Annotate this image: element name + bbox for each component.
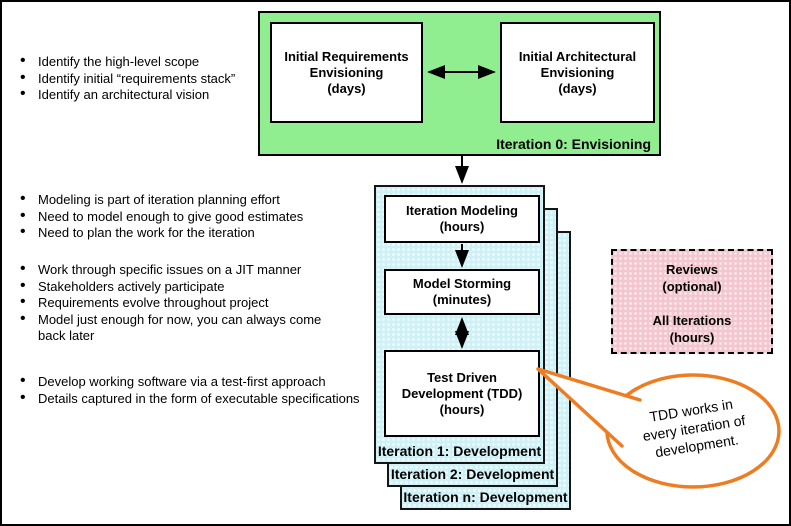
iteration-n-label: Iteration n: Development bbox=[403, 489, 568, 505]
bullet-item: Develop working software via a test-firs… bbox=[16, 373, 386, 391]
callout-text: TDD works in every iteration of developm… bbox=[641, 395, 747, 461]
bullet-item: Work through specific issues on a JIT ma… bbox=[16, 261, 336, 279]
bullet-item: Identify an architectural vision bbox=[16, 86, 356, 104]
bullet-item: Model just enough for now, you can alway… bbox=[16, 311, 336, 345]
iteration-1-label: Iteration 1: Development bbox=[377, 443, 542, 459]
iteration-1-panel: Iteration Modeling (hours) Model Stormin… bbox=[374, 185, 545, 464]
initial-requirements-envisioning-box: Initial Requirements Envisioning (days) bbox=[270, 22, 423, 123]
bullet-item: Need to plan the work for the iteration bbox=[16, 224, 356, 242]
reviews-box: Reviews (optional) All Iterations (hours… bbox=[611, 249, 773, 354]
tdd-box: Test Driven Development (TDD) (hours) bbox=[384, 350, 540, 437]
bullet-item: Details captured in the form of executab… bbox=[16, 390, 386, 408]
bullet-item: Requirements evolve throughout project bbox=[16, 294, 336, 312]
iteration-modeling-box: Iteration Modeling (hours) bbox=[384, 195, 540, 243]
iteration0-label: Iteration 0: Envisioning bbox=[496, 136, 651, 152]
initial-architectural-envisioning-box: Initial Architectural Envisioning (days) bbox=[500, 22, 655, 123]
bullet-item: Stakeholders actively participate bbox=[16, 278, 336, 296]
bullet-group-iteration-modeling: Modeling is part of iteration planning e… bbox=[16, 191, 356, 242]
bullet-item: Need to model enough to give good estima… bbox=[16, 208, 356, 226]
iteration-2-label: Iteration 2: Development bbox=[390, 466, 555, 482]
bullet-group-tdd: Develop working software via a test-firs… bbox=[16, 373, 386, 408]
bullet-item: Identify the high-level scope bbox=[16, 53, 356, 71]
bullet-group-envisioning: Identify the high-level scope Identify i… bbox=[16, 53, 356, 104]
bullet-group-model-storming: Work through specific issues on a JIT ma… bbox=[16, 261, 336, 345]
bullet-item: Modeling is part of iteration planning e… bbox=[16, 191, 356, 209]
model-storming-box: Model Storming (minutes) bbox=[384, 269, 540, 315]
bullet-item: Identify initial “requirements stack” bbox=[16, 70, 356, 88]
iteration0-envisioning-panel: Initial Requirements Envisioning (days) … bbox=[258, 11, 661, 156]
